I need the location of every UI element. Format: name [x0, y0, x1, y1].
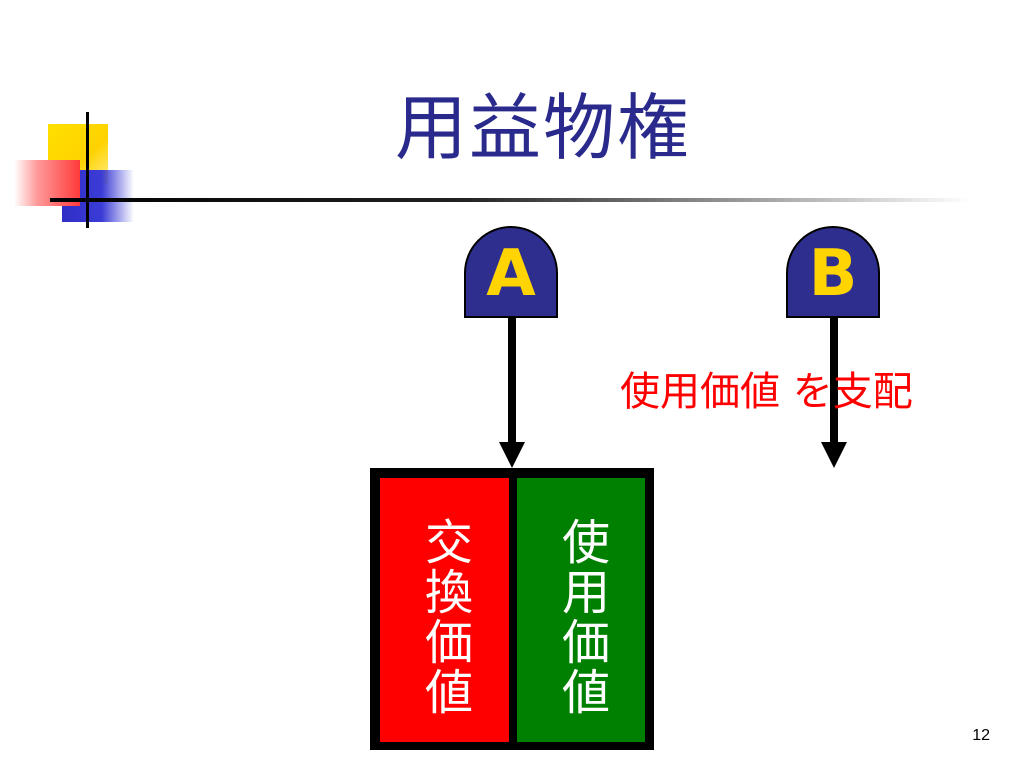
annotation-text: 使用価値 を支配	[620, 369, 913, 415]
arrow-b-head	[821, 442, 847, 468]
decorative-vertical-line	[86, 112, 89, 228]
badge-b-letter: B	[808, 237, 858, 311]
badge-a-letter: A	[486, 237, 536, 311]
badge-b: B	[786, 226, 880, 318]
arrow-a-head	[499, 442, 525, 468]
arrow-a-shaft	[508, 318, 516, 442]
use-value-panel: 使用価値	[517, 478, 645, 742]
page-number: 12	[972, 727, 990, 744]
exchange-value-panel: 交換価値	[380, 478, 509, 742]
arrow-b-shaft	[830, 318, 838, 442]
exchange-value-label: 交換価値	[416, 517, 472, 717]
slide-title: 用益物権	[395, 86, 692, 170]
use-value-label: 使用価値	[553, 517, 609, 717]
title-underline-rule	[50, 198, 970, 202]
badge-a: A	[464, 226, 558, 318]
